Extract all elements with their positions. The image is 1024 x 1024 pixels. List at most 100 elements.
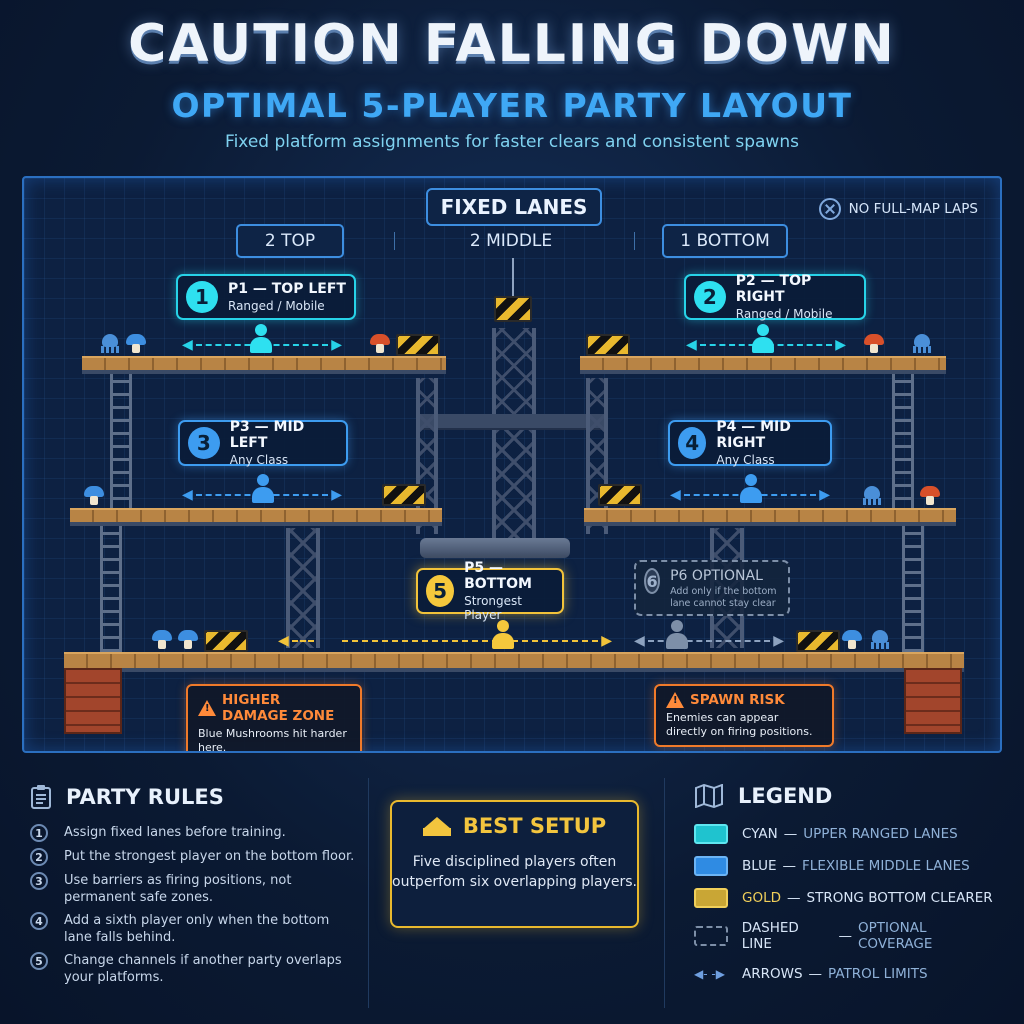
octopus-enemy-icon [100,334,120,354]
ladder [100,522,122,656]
rule-number: 2 [30,848,48,866]
player-number-badge: 3 [188,427,220,459]
pipe [420,538,570,558]
no-entry-icon [818,198,841,220]
rule-item: 3 Use barriers as firing positions, not p… [30,872,360,906]
bottom-platform [64,652,964,668]
fixed-lanes-title: FIXED LANES [426,188,602,226]
player-name: P3 — MID LEFT [229,419,305,451]
rule-number: 5 [30,952,48,970]
rule-text: Change channels if another party overlap… [64,953,342,985]
legend-value: FLEXIBLE MIDDLE LANES [802,858,970,874]
octopus-enemy-icon [870,630,890,650]
player-p4-icon [740,474,762,504]
best-setup-title: BEST SETUP [462,814,607,838]
legend-value: STRONG BOTTOM CLEARER [806,890,993,906]
player-role: Ranged / Mobile [735,307,833,321]
barrier [382,484,426,506]
legend-swatch [694,856,728,876]
legend-item-cyan: CYAN—UPPER RANGED LANES [694,824,1004,844]
player-p1-icon [250,324,272,354]
crane-hook-cable [512,258,514,298]
no-laps-note: NO FULL-MAP LAPS [818,198,978,220]
warning-icon [198,700,216,716]
legend-title: LEGEND [738,784,833,808]
legend-sep: — [808,966,823,982]
rule-number: 1 [30,824,48,842]
player-name: P6 OPTIONAL [670,568,763,584]
lane-top: 2 TOP [236,224,344,258]
ladder [902,522,924,656]
rule-text: Add a sixth player only when the bottom … [64,913,330,945]
legend-swatch [694,926,728,946]
rule-text: Put the strongest player on the bottom f… [64,849,355,864]
lane-divider [394,232,395,250]
top-left-platform [82,356,446,370]
lane-middle: 2 MIDDLE [469,231,553,251]
warning-icon [666,692,684,708]
rule-text: Use barriers as firing positions, not pe… [64,873,292,905]
blue-mushroom-icon [842,630,862,650]
rule-item: 5 Change channels if another party overla… [30,952,360,986]
player-p3-icon [252,474,274,504]
lane-bottom: 1 BOTTOM [662,224,788,258]
crane-truss [492,328,536,538]
best-setup-text: Five disciplined players often outperfom… [392,854,637,890]
legend-value: OPTIONAL COVERAGE [858,920,933,952]
lane-divider [634,232,635,250]
divider [664,778,665,1008]
map-board: FIXED LANES 2 TOP 2 MIDDLE 1 BOTTOM NO F… [22,176,1002,753]
patrol-arrow: ▶ [342,634,612,648]
map-icon [695,784,723,808]
spawn-risk-callout: SPAWN RISK Enemies can appear directly o… [654,684,834,747]
crane-crossbeam [416,414,608,430]
legend-value: UPPER RANGED LANES [803,826,958,842]
legend-sep: — [787,890,801,906]
legend-item-arrows: ◀- -▶ARROWS—PATROL LIMITS [694,964,1004,984]
higher-damage-zone-callout: HIGHER DAMAGE ZONE Blue Mushrooms hit ha… [186,684,362,753]
no-laps-label: NO FULL-MAP LAPS [848,201,978,217]
best-setup-card: BEST SETUP Five disciplined players ofte… [390,800,639,928]
warning-title: SPAWN RISK [690,692,785,708]
ladder [110,370,132,510]
page-title: CAUTION FALLING DOWN [128,14,896,74]
rule-number: 3 [30,872,48,890]
tagline: Fixed platform assignments for faster cl… [225,132,799,152]
player-name: P5 — BOTTOM [464,560,532,592]
legend-arrow-icon: ◀- -▶ [694,967,725,981]
warning-description: Blue Mushrooms hit harder here. [198,727,347,753]
rule-item: 4 Add a sixth player only when the bottom… [30,912,360,946]
player-p2-icon [752,324,774,354]
legend-item-dashed: DASHED LINE—OPTIONAL COVERAGE [694,920,1004,952]
legend-swatch [694,824,728,844]
legend-sep: — [838,928,853,944]
barrier [586,334,630,356]
lane-bar: 2 TOP 2 MIDDLE 1 BOTTOM [236,224,788,258]
rule-number: 4 [30,912,48,930]
player-number-badge: 1 [186,281,218,313]
player-p5-icon [492,620,514,650]
octopus-enemy-icon [862,486,882,506]
red-mushroom-icon [864,334,884,354]
divider [368,778,369,1008]
blue-mushroom-icon [178,630,198,650]
barrier [796,630,840,652]
rule-item: 2 Put the strongest player on the bottom … [30,848,360,866]
legend-key: ARROWS [742,966,803,982]
legend-swatch [694,888,728,908]
warning-title: HIGHER DAMAGE ZONE [222,692,335,724]
red-mushroom-icon [920,486,940,506]
page-subtitle: OPTIMAL 5-PLAYER PARTY LAYOUT [171,86,853,125]
crown-icon [422,816,451,836]
legend-item-gold: GOLD — STRONG BOTTOM CLEARER [694,888,1004,908]
legend-key: GOLD [742,890,782,906]
player-number-badge: 5 [426,575,455,607]
